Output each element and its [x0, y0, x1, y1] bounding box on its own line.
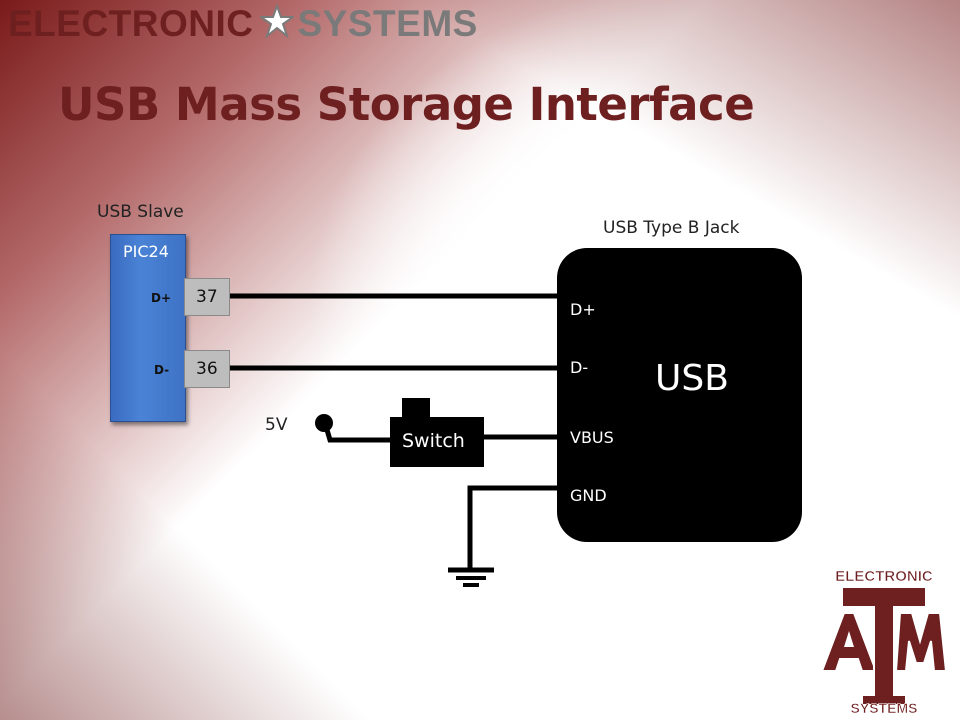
brand-right-text: SYSTEMS: [297, 3, 478, 44]
brand-header: ELECTRONIC SYSTEMS: [8, 2, 478, 46]
usb-connector-name: USB: [655, 358, 729, 399]
logo-bottom-text: SYSTEMS: [851, 700, 918, 715]
chip-pin-dminus-label: D-: [154, 363, 170, 377]
chip-pin-dplus-label: D+: [151, 291, 172, 305]
wire-5v-switch: [322, 422, 392, 443]
usb-connector: D+ D- VBUS GND USB: [557, 248, 802, 542]
tamu-logo: ELECTRONIC SYSTEMS: [820, 568, 948, 715]
usb-slave-label: USB Slave: [97, 202, 184, 222]
brand-left-text: ELECTRONIC: [8, 3, 254, 44]
switch-button-cap: [402, 398, 430, 418]
switch: Switch: [390, 417, 484, 467]
pin-36-box: 36: [184, 350, 230, 388]
usb-pin-vbus: VBUS: [570, 428, 614, 447]
ground-icon: [448, 567, 494, 587]
pic24-chip: PIC24: [110, 234, 186, 422]
usb-pin-dplus: D+: [570, 300, 596, 319]
star-icon: [257, 3, 296, 48]
supply-terminal-icon: [315, 414, 333, 432]
supply-5v-label: 5V: [265, 415, 288, 435]
switch-label: Switch: [402, 430, 465, 452]
usb-jack-label: USB Type B Jack: [603, 218, 740, 238]
usb-pin-gnd: GND: [570, 486, 607, 505]
logo-letters: [820, 586, 948, 706]
logo-top-text: ELECTRONIC: [835, 568, 933, 585]
usb-pin-dminus: D-: [570, 358, 589, 377]
chip-name: PIC24: [123, 242, 169, 261]
pin-37-box: 37: [184, 278, 230, 316]
wire-gnd: [467, 485, 560, 568]
page-title: USB Mass Storage Interface: [58, 78, 755, 131]
